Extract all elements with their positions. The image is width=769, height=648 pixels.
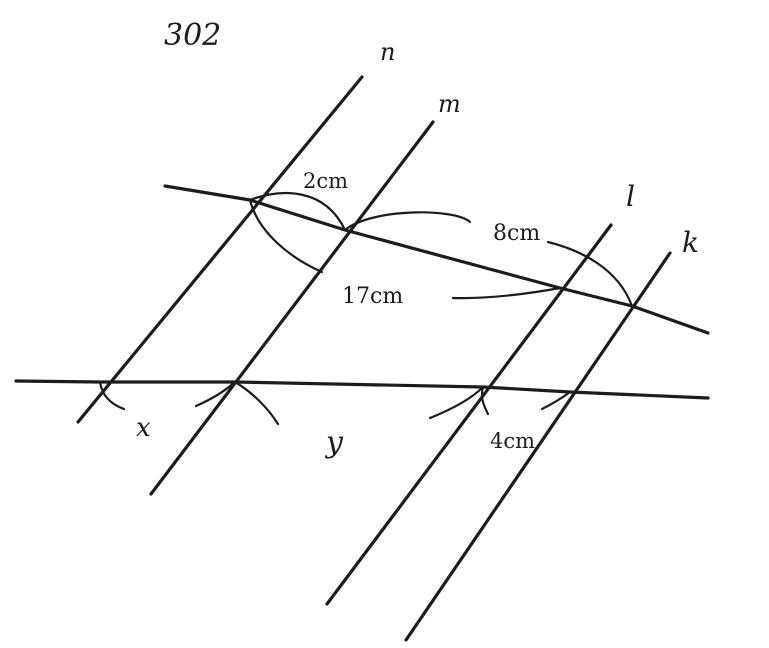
line-label-m: m	[438, 90, 461, 118]
measure-bottom-m-l: y	[324, 425, 344, 460]
arc-bottom-m-l-right	[428, 385, 485, 420]
arc-top-m-l	[343, 211, 472, 232]
arc-bottom-n-m-right	[194, 380, 237, 408]
arc-bottom-n-m-left	[98, 380, 126, 411]
line-label-k: k	[682, 226, 699, 259]
parallel-line-n	[76, 75, 364, 424]
measure-top-n-l: 17cm	[342, 284, 403, 309]
arc-top-n-m	[248, 192, 347, 232]
measure-top-n-m: 2cm	[303, 169, 348, 193]
lower-transversal	[14, 379, 710, 400]
upper-transversal	[163, 184, 710, 335]
parallel-line-k	[404, 251, 672, 642]
arc-bottom-l-k-left	[480, 385, 490, 416]
arc-top-n-l-right	[451, 286, 562, 300]
measure-top-m-l: 8cm	[493, 221, 540, 246]
arc-top-m-l-right	[546, 240, 634, 308]
line-label-l: l	[626, 180, 635, 213]
title-scribble: 302	[164, 18, 221, 53]
arc-bottom-m-l-left	[233, 380, 280, 426]
line-label-n: n	[380, 38, 395, 66]
arc-top-n-l	[248, 198, 324, 274]
parallel-line-m	[149, 120, 435, 496]
measure-bottom-n-m: x	[136, 413, 151, 443]
arc-bottom-l-k-right	[540, 390, 572, 411]
measure-bottom-l-k: 4cm	[490, 429, 535, 453]
